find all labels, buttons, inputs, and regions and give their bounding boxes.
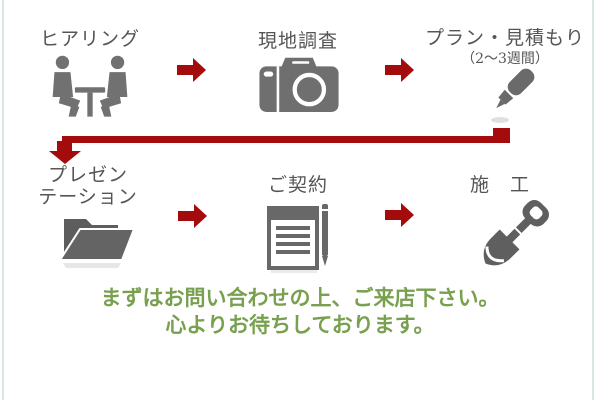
flow-arrow-icon xyxy=(385,203,414,227)
step-label-presentation: プレゼンテーション xyxy=(20,164,156,208)
step-label-site-survey: 現地調査 xyxy=(257,30,338,52)
invitation-message-line2: 心よりお待ちしております。 xyxy=(165,312,435,337)
meeting-icon xyxy=(52,55,128,117)
step-label-hearing: ヒアリング xyxy=(39,28,140,50)
contract-icon xyxy=(267,204,328,273)
flow-arrow-icon xyxy=(177,58,206,82)
flow-arrow-icon xyxy=(178,204,207,228)
step-label-presentation-line1: プレゼン xyxy=(47,164,128,186)
connector-line xyxy=(62,136,510,143)
connector-arrow-down-icon xyxy=(49,151,81,164)
connector-arrow-stem xyxy=(57,141,72,152)
invitation-message-line1: まずはお問い合わせの上、ご来店下さい。 xyxy=(100,285,500,310)
step-label-plan-estimate: プラン・見積もり xyxy=(424,27,585,49)
left-border-line xyxy=(2,0,4,400)
step-sublabel-duration: （2〜3週間） xyxy=(461,51,549,67)
flow-arrow-icon xyxy=(385,58,414,82)
step-label-contract: ご契約 xyxy=(267,174,328,196)
camera-icon xyxy=(259,57,339,112)
pen-icon xyxy=(491,68,535,123)
step-label-construction: 施 工 xyxy=(469,174,530,196)
shovel-icon xyxy=(483,200,549,266)
folder-icon xyxy=(58,219,136,268)
step-label-presentation-line2: テーション xyxy=(38,186,138,208)
invitation-message: まずはお問い合わせの上、ご来店下さい。 心よりお待ちしております。 xyxy=(0,284,600,338)
right-border-line xyxy=(592,0,594,400)
